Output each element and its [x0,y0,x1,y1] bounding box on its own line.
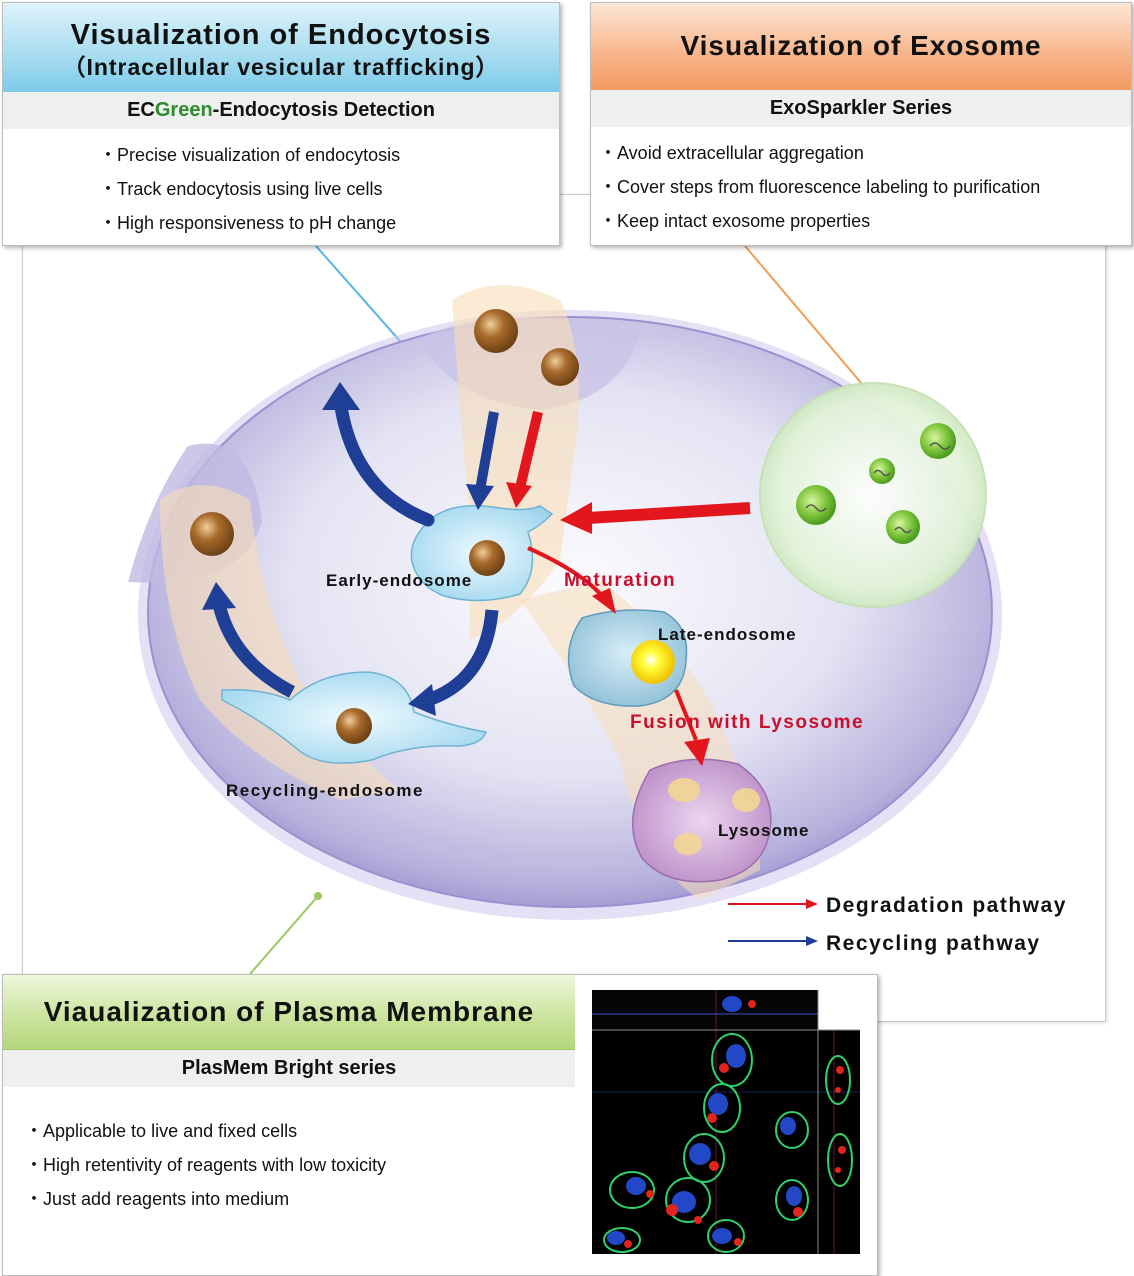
fluorescent-signal [631,640,675,684]
pm-connector [249,895,319,975]
endocytosis-product: ECGreen-Endocytosis Detection [3,92,559,129]
endocytosis-card: Visualization of Endocytosis （Intracellu… [2,2,560,246]
recycling-arrow [475,411,499,491]
bullet-item: Keep intact exosome properties [599,209,1131,233]
product-suffix: -Endocytosis Detection [212,99,435,121]
bullet-item: Precise visualization of endocytosis [99,143,559,167]
degradation-arrow [674,689,698,741]
fusion-label: Fusion with Lysosome [630,712,864,733]
product-green: Green [154,99,213,121]
endocytosis-title: Visualization of Endocytosis [70,19,492,51]
cargo-particle [541,348,579,386]
lysosome-content [668,778,700,802]
maturation-label: Maturation [564,570,676,591]
recycling-arrow [333,393,435,527]
cargo-particle [336,708,372,744]
lysosome [631,758,772,883]
lysosome-label: Lysosome [718,821,809,840]
degradation-arrow [515,410,543,490]
bullet-item: Applicable to live and fixed cells [25,1119,877,1143]
endocytosis-subtitle: （Intracellular vesicular trafficking） [62,54,500,80]
cargo-particle [469,540,505,576]
microscopy-image [592,990,860,1254]
exosome-card: Visualization of Exosome ExoSparkler Ser… [590,2,1132,246]
bullet-item: Avoid extracellular aggregation [599,141,1131,165]
recycling-arrow-head [322,382,360,410]
degradation-arrow-head [506,482,532,508]
exosome-bubble [759,382,987,608]
bullet-item: High retentivity of reagents with low to… [25,1153,877,1177]
bullet-item: Just add reagents into medium [25,1187,877,1211]
pm-connector-dot [314,892,322,900]
early-endosome-label: Early-endosome [326,571,472,590]
degradation-arrow-head [684,738,710,766]
legend-degradation-head [806,899,818,909]
exosome-particle [869,458,895,484]
recycling-arrow-head [466,484,494,510]
exosome-card-header: Visualization of Exosome [591,3,1131,90]
lysosome-content [732,788,760,812]
exosome-particle [920,423,956,459]
legend-degradation-label: Degradation pathway [826,894,1067,917]
endocytosis-bullets: Precise visualization of endocytosis Tra… [99,143,559,235]
track-left [160,485,400,800]
exosome-title: Visualization of Exosome [680,30,1042,61]
exosome-label-mark [805,504,827,512]
recycling-arrow [425,609,499,707]
degradation-arrow [587,502,751,524]
cargo-particle [474,309,518,353]
lysosome-content [674,833,702,855]
bullet-item: Track endocytosis using live cells [99,177,559,201]
plasma-membrane-bullets: Applicable to live and fixed cells High … [25,1119,877,1211]
exosome-product: ExoSparkler Series [591,90,1131,127]
exosome-label-mark [894,526,912,534]
endocytosis-card-header: Visualization of Endocytosis （Intracellu… [3,3,559,92]
exosome-label-mark [929,442,951,450]
recycling-arrow [211,598,296,698]
exosome-particle [796,485,836,525]
exosome-particle [886,510,920,544]
degradation-arrow-head [592,588,616,614]
legend-recycling-label: Recycling pathway [826,932,1041,955]
recycling-arrow-head [202,582,236,610]
degradation-arrow-head [560,502,592,534]
product-prefix: EC [127,99,155,121]
recycling-arrow-head [408,684,436,716]
bullet-item: High responsiveness to pH change [99,211,559,235]
recycling-endosome-label: Recycling-endosome [226,781,424,800]
legend-recycling-head [806,936,818,946]
plasma-membrane-title: Viaualization of Plasma Membrane [43,996,535,1027]
plasma-membrane-card-header: Viaualization of Plasma Membrane [3,975,575,1050]
exosome-bullets: Avoid extracellular aggregation Cover st… [599,141,1131,233]
exosome-label-mark [873,469,891,477]
plasma-membrane-product: PlasMem Bright series [3,1050,575,1087]
late-endosome-label: Late-endosome [658,625,797,644]
bullet-item: Cover steps from fluorescence labeling t… [599,175,1131,199]
cargo-particle [190,512,234,556]
